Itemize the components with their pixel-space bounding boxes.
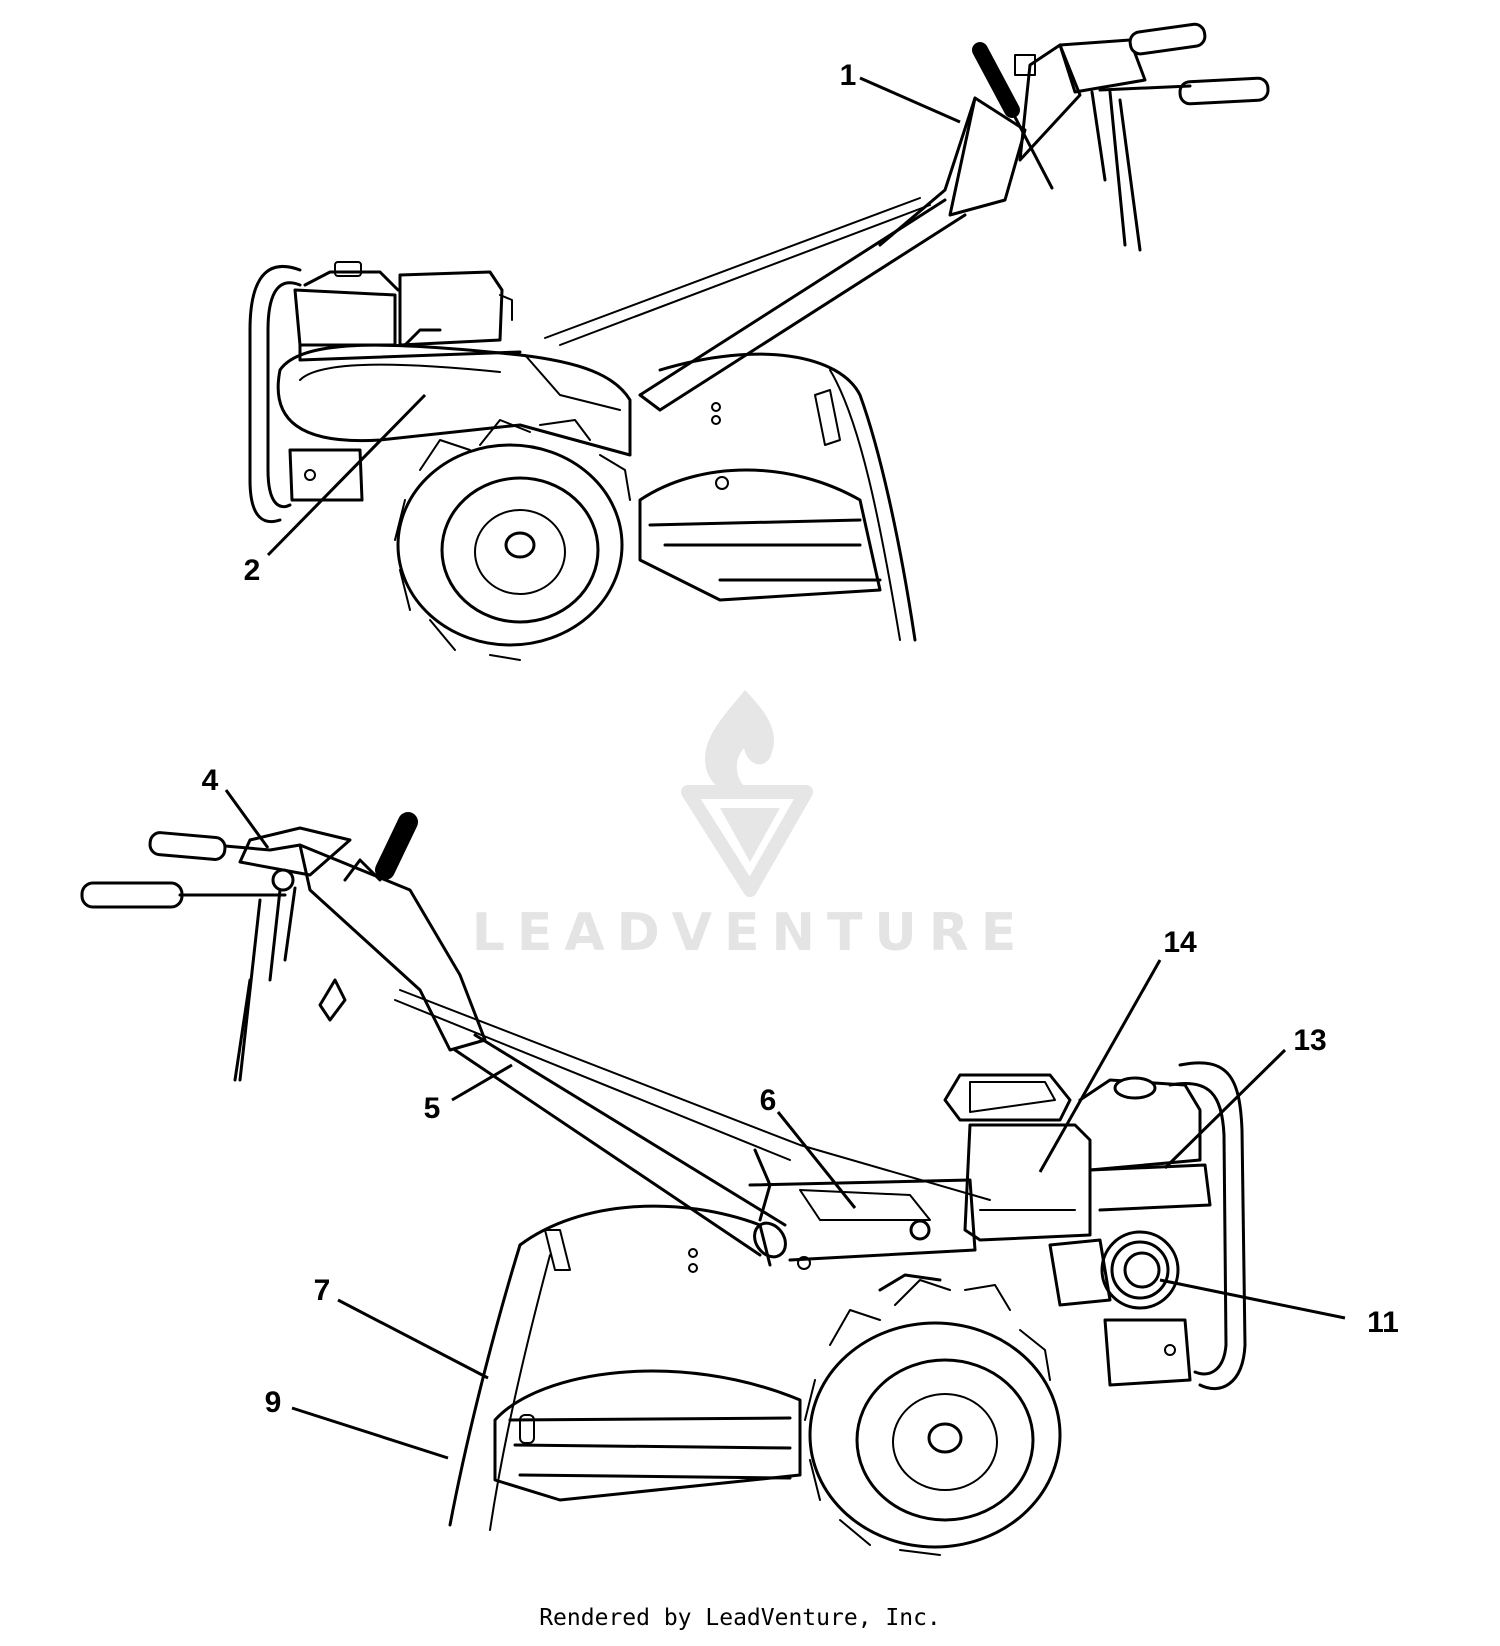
callout-6: 6 bbox=[760, 1084, 857, 1209]
callout-label-7: 7 bbox=[314, 1274, 331, 1307]
top-wheel bbox=[394, 419, 631, 661]
footer-credit: Rendered by LeadVenture, Inc. bbox=[539, 1605, 941, 1631]
bottom-engine bbox=[943, 1073, 1212, 1310]
callout-label-13: 13 bbox=[1293, 1024, 1326, 1057]
bottom-wheel bbox=[804, 1273, 1062, 1556]
callout-label-14: 14 bbox=[1163, 926, 1197, 959]
callout-label-11: 11 bbox=[1367, 1306, 1399, 1339]
callout-4: 4 bbox=[202, 764, 270, 849]
callout-label-1: 1 bbox=[840, 59, 857, 92]
watermark: LEADVENTURE bbox=[472, 690, 1029, 963]
watermark-text: LEADVENTURE bbox=[472, 903, 1029, 963]
callout-13: 13 bbox=[1163, 1024, 1327, 1170]
top-tiller-illustration bbox=[248, 22, 1270, 661]
callout-11: 11 bbox=[1159, 1278, 1399, 1339]
callout-label-9: 9 bbox=[265, 1386, 282, 1419]
top-hood bbox=[276, 343, 632, 457]
top-handlebar bbox=[1014, 22, 1270, 252]
flame-logo-icon bbox=[681, 690, 813, 897]
callout-label-5: 5 bbox=[424, 1092, 441, 1125]
callout-9: 9 bbox=[265, 1386, 449, 1460]
bottom-tiller-illustration bbox=[80, 812, 1247, 1556]
callout-1: 1 bbox=[840, 59, 961, 124]
callout-label-4: 4 bbox=[202, 764, 219, 797]
callout-14: 14 bbox=[1038, 926, 1197, 1173]
callout-7: 7 bbox=[314, 1274, 489, 1380]
bottom-handlebar bbox=[80, 826, 352, 1082]
callout-label-2: 2 bbox=[244, 554, 261, 587]
callout-label-6: 6 bbox=[760, 1084, 777, 1117]
callout-2: 2 bbox=[244, 393, 427, 587]
callout-5: 5 bbox=[424, 1063, 513, 1125]
